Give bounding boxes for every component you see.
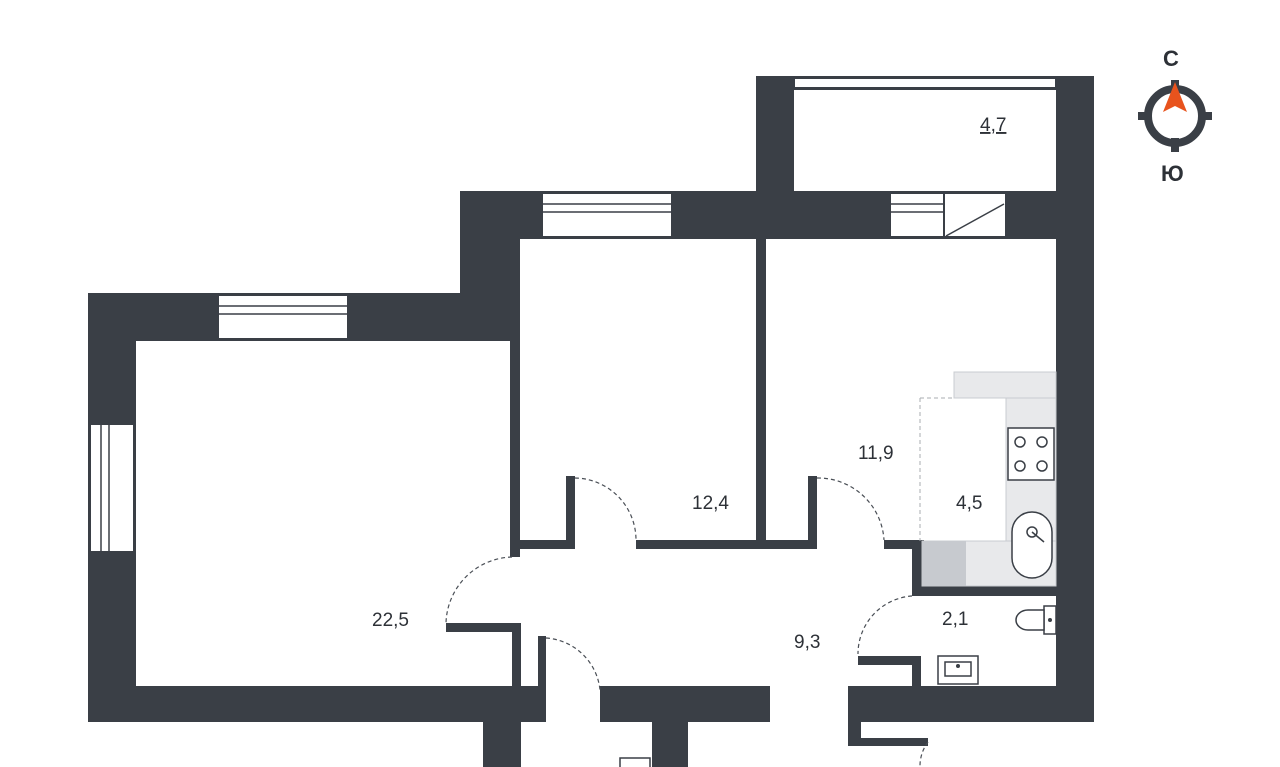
wall-bath-top — [912, 540, 922, 596]
wall-bedroom-bottom-left — [520, 540, 570, 549]
door-kitchen — [816, 477, 885, 541]
stove — [1007, 427, 1055, 481]
wall-bath-left — [912, 656, 921, 686]
fridge — [922, 541, 966, 586]
compass-icon — [1138, 80, 1212, 152]
doors — [445, 477, 929, 767]
area-living: 22,5 — [372, 610, 409, 631]
wall-bedroom-door-jamb-left — [566, 476, 575, 549]
kitchen-zone-boundary — [919, 397, 954, 541]
wall-hall-post — [538, 636, 546, 722]
wall-kitchen-door-jamb — [808, 476, 817, 549]
window-living-left — [89, 423, 135, 553]
wall-entry-right — [848, 722, 861, 746]
wall-living-hall — [512, 623, 521, 723]
wall-hall-bottom-mid — [600, 686, 770, 722]
door-living — [445, 556, 513, 624]
door-entry — [919, 741, 929, 767]
kitchen-sink — [1011, 511, 1053, 579]
wall-living-bedroom — [510, 239, 520, 557]
bathroom-sink — [937, 655, 979, 685]
area-balcony: 4,7 — [980, 115, 1006, 136]
window-living-top — [217, 294, 349, 340]
door-bedroom — [574, 477, 637, 541]
wall-kitchen-bottom-right — [884, 540, 924, 549]
window-balcony-top — [793, 77, 1057, 89]
wall-entry-door — [858, 738, 928, 746]
kitchen-fixtures — [919, 371, 1057, 587]
area-bedroom: 12,4 — [692, 493, 729, 514]
wall-bedroom-bottom-right — [636, 540, 811, 549]
toilet — [1015, 605, 1057, 635]
balcony-door — [943, 192, 1007, 238]
door-bathroom — [857, 595, 913, 655]
wall-stair-left — [483, 722, 521, 767]
wall-bedroom-kitchen — [756, 239, 766, 549]
wall-bath-door — [858, 656, 920, 665]
window-kitchen — [889, 192, 945, 238]
kitchen-counter-top — [953, 371, 1057, 399]
compass-south-label: Ю — [1161, 161, 1184, 186]
wall-living-bottom — [88, 686, 540, 722]
area-kitchen-living: 11,9 — [858, 443, 894, 464]
wall-stair-mid — [652, 722, 688, 767]
wall-living-door-bottom — [446, 623, 520, 632]
area-kitchen-zone: 4,5 — [956, 493, 982, 514]
compass: С Ю — [1138, 46, 1212, 186]
bathroom-fixtures — [937, 605, 1057, 685]
window-bedroom — [541, 192, 673, 238]
compass-arrow-icon — [1163, 82, 1187, 112]
wall-right-outer — [1056, 76, 1094, 722]
area-hallway: 9,3 — [794, 632, 820, 653]
door-hall — [545, 637, 601, 691]
compass-north-label: С — [1163, 46, 1179, 71]
area-labels: 22,5 12,4 11,9 4,5 2,1 9,3 4,7 — [372, 115, 1006, 653]
stair-edge — [619, 757, 651, 767]
wall-hall-bottom-right — [848, 686, 1094, 722]
windows — [89, 77, 1057, 553]
wall-bath-topline — [912, 586, 1056, 596]
area-bathroom: 2,1 — [942, 609, 968, 630]
